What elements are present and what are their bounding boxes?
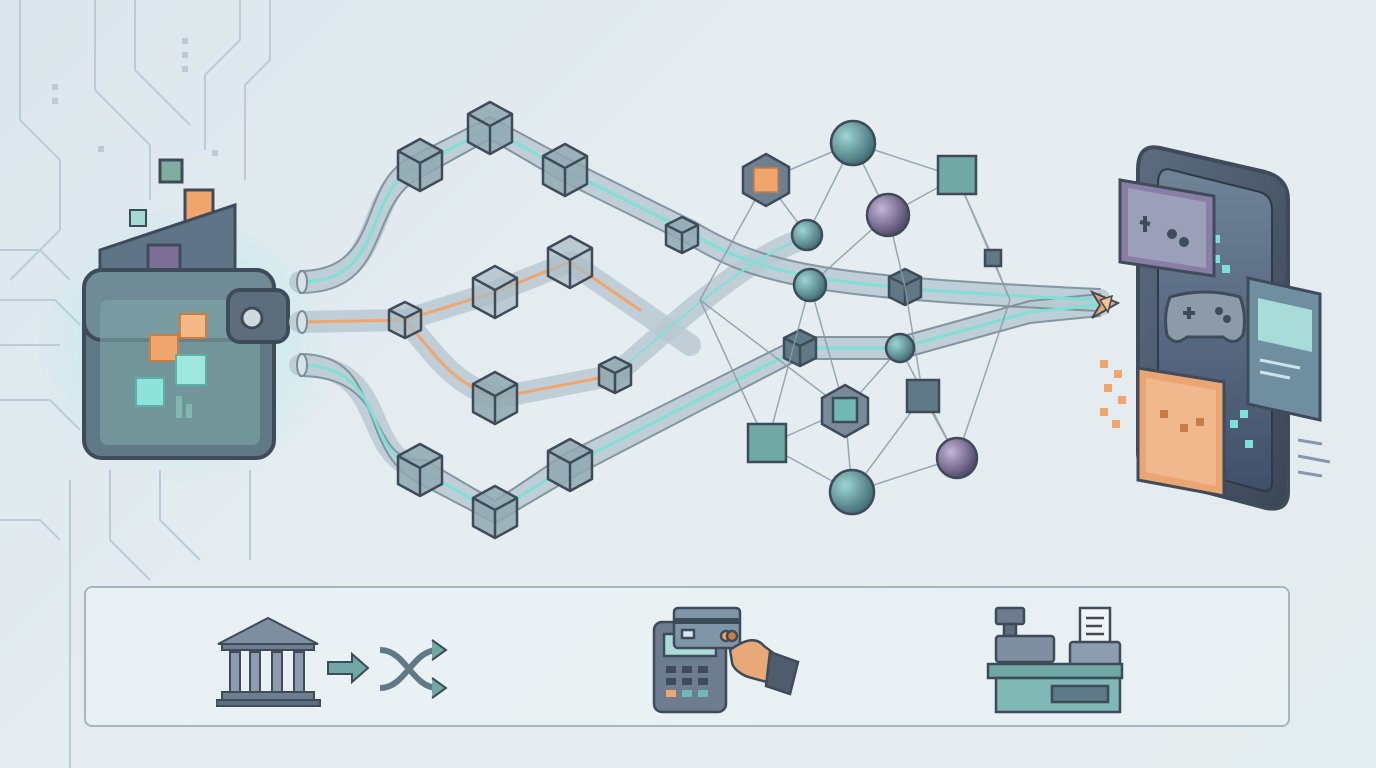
pixel-card-icon bbox=[1136, 366, 1226, 498]
legend-item-point-of-sale bbox=[986, 606, 1124, 714]
circuit-trace bbox=[134, 0, 191, 126]
network-cube bbox=[831, 396, 859, 424]
circuit-trace bbox=[9, 0, 61, 281]
legend-item-card-payment bbox=[652, 606, 800, 714]
flow-teal bbox=[614, 236, 811, 376]
network-nodes bbox=[741, 119, 1003, 516]
cube bbox=[471, 264, 519, 320]
circuit-trace bbox=[94, 0, 151, 200]
circuit-trace bbox=[204, 0, 241, 150]
cube bbox=[546, 234, 594, 290]
legend-panel bbox=[84, 586, 1290, 727]
circuit-trace bbox=[0, 519, 61, 541]
digital-wallet-icon bbox=[35, 158, 335, 485]
cube bbox=[664, 215, 700, 255]
cube bbox=[466, 100, 514, 156]
speed-lines bbox=[1297, 438, 1331, 478]
pipe-mouths bbox=[296, 270, 308, 377]
circuit-traces bbox=[0, 0, 271, 768]
network-cube bbox=[746, 422, 788, 464]
legend-item-bank-transfer bbox=[216, 616, 448, 707]
circuit-trace bbox=[244, 0, 271, 180]
circuit-dots bbox=[52, 38, 218, 156]
network-sphere bbox=[790, 218, 824, 252]
arrow-right-icon bbox=[327, 651, 370, 685]
flow-arrowhead bbox=[1089, 289, 1121, 319]
network-sphere bbox=[828, 468, 876, 516]
network-sphere bbox=[884, 332, 916, 364]
network-cube bbox=[936, 154, 978, 196]
gamepad-large-icon bbox=[1164, 290, 1246, 343]
bank-icon bbox=[216, 616, 321, 707]
receipt-icon bbox=[1078, 606, 1112, 648]
shuffle-icon bbox=[379, 639, 448, 699]
circuit-trace bbox=[109, 470, 151, 581]
media-card-icon bbox=[1246, 276, 1322, 422]
pipeline-cubes bbox=[387, 100, 923, 540]
cash-register-icon bbox=[986, 606, 1124, 714]
gamepad-card-icon bbox=[1118, 178, 1216, 278]
cube bbox=[782, 328, 818, 368]
network-sphere bbox=[829, 119, 877, 167]
cube bbox=[471, 484, 519, 540]
pixel-particles bbox=[1100, 360, 1126, 428]
cube bbox=[396, 137, 444, 193]
network-cube bbox=[905, 378, 941, 414]
cube bbox=[387, 300, 423, 340]
circuit-trace bbox=[159, 470, 201, 561]
cube bbox=[597, 355, 633, 395]
cube bbox=[471, 370, 519, 426]
network-cube bbox=[753, 167, 779, 193]
cube bbox=[541, 142, 589, 198]
network-sphere bbox=[792, 267, 828, 303]
cube bbox=[396, 442, 444, 498]
network-sphere bbox=[935, 436, 979, 480]
blockchain-network bbox=[699, 119, 1011, 516]
hand-card-icon bbox=[672, 606, 800, 696]
network-cube bbox=[983, 248, 1003, 268]
network-sphere bbox=[865, 192, 911, 238]
cube bbox=[546, 437, 594, 493]
